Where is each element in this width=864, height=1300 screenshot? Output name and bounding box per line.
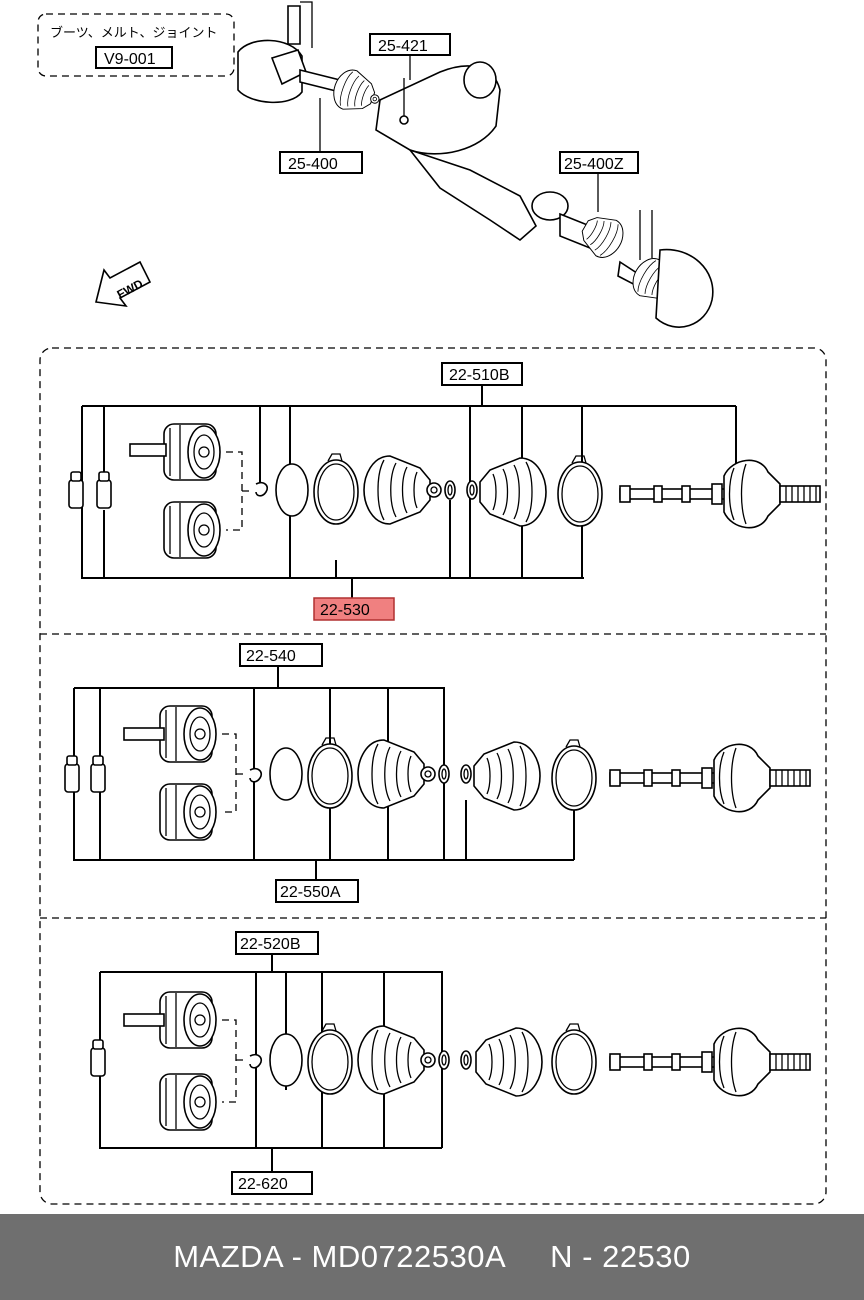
kit-section-2: 22-540 22-550A bbox=[64, 643, 811, 903]
kit-section-1: 22-510B 22-530 bbox=[68, 362, 821, 621]
fwd-arrow-icon: FWD bbox=[95, 260, 152, 308]
footer-number: N - 22530 bbox=[550, 1239, 691, 1274]
callout-25-421[interactable]: 25-421 bbox=[378, 38, 428, 55]
section-2-top-label[interactable]: 22-540 bbox=[246, 648, 296, 665]
parts-diagram: ブーツ、メルト、ジョイント V9-001 25-421 bbox=[37, 1, 827, 1205]
assembly-overview: ブーツ、メルト、ジョイント V9-001 25-421 bbox=[37, 1, 714, 328]
note-ref-label[interactable]: V9-001 bbox=[104, 51, 156, 68]
part-footer: MAZDA - MD0722530A N - 22530 bbox=[0, 1214, 864, 1300]
section-2-bottom-label[interactable]: 22-550A bbox=[280, 884, 341, 901]
callout-25-400[interactable]: 25-400 bbox=[288, 156, 338, 173]
section-1-top-label[interactable]: 22-510B bbox=[449, 367, 510, 384]
section-3-top-label[interactable]: 22-520B bbox=[240, 936, 301, 953]
footer-part-code: MAZDA - MD0722530A bbox=[173, 1239, 507, 1274]
section-3-bottom-label[interactable]: 22-620 bbox=[238, 1176, 288, 1193]
callout-25-400z-box bbox=[559, 151, 639, 174]
callout-25-400-box bbox=[279, 151, 363, 174]
section-1-highlight bbox=[313, 597, 395, 621]
note-box bbox=[37, 13, 235, 77]
note-ref-box bbox=[95, 46, 173, 69]
note-text: ブーツ、メルト、ジョイント bbox=[50, 25, 217, 40]
callout-25-400z[interactable]: 25-400Z bbox=[564, 156, 624, 173]
kit-section-3: 22-520B 22-620 bbox=[90, 931, 811, 1195]
axle-illustration bbox=[237, 1, 714, 328]
section-1-bottom-label[interactable]: 22-530 bbox=[320, 602, 370, 619]
